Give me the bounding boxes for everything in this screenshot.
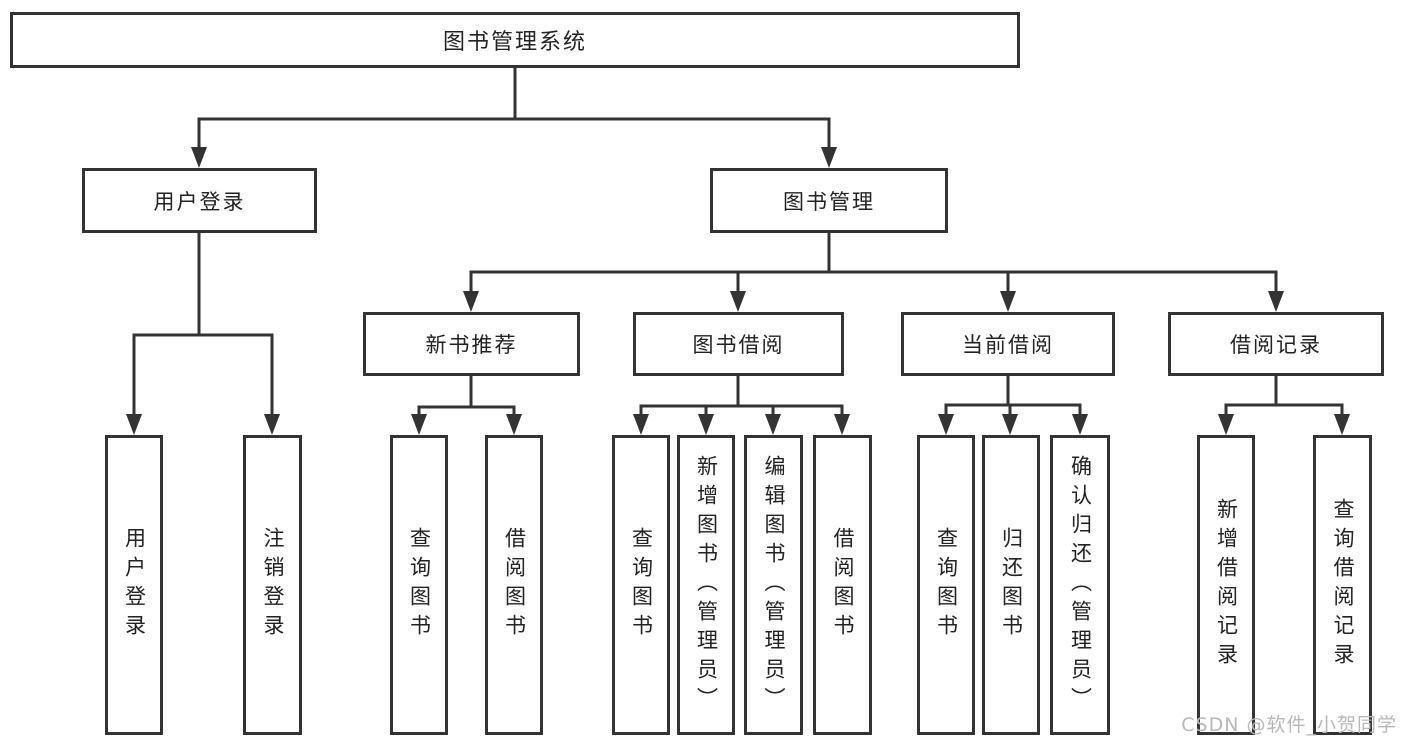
node-label: 归还图书 xyxy=(999,527,1024,643)
node-label: 新增借阅记录 xyxy=(1214,498,1239,672)
node-label: 查询图书 xyxy=(407,527,432,643)
node-label: 借阅图书 xyxy=(831,527,855,643)
leaf-borrow-books-borrowing: 借阅图书 xyxy=(813,435,872,735)
node-current-borrowing: 当前借阅 xyxy=(901,312,1115,376)
node-book-management-group: 图书管理 xyxy=(710,168,948,233)
node-borrowing-records: 借阅记录 xyxy=(1168,312,1384,376)
node-label: 借阅图书 xyxy=(502,527,527,643)
node-label: 图书管理 xyxy=(783,189,875,214)
arrowheads xyxy=(126,147,1350,435)
node-label: 图书借阅 xyxy=(692,333,785,357)
leaf-user-login: 用户登录 xyxy=(105,435,163,735)
leaf-borrow-books-recommend: 借阅图书 xyxy=(485,435,543,735)
leaf-query-borrow-record: 查询借阅记录 xyxy=(1313,435,1372,735)
leaf-query-books-recommend: 查询图书 xyxy=(390,435,448,735)
node-label: 新增图书（管理员） xyxy=(694,454,719,716)
node-label: 用户登录 xyxy=(122,527,147,643)
leaf-return-books: 归还图书 xyxy=(982,435,1040,735)
leaf-query-books-current: 查询图书 xyxy=(917,435,975,735)
node-book-borrowing: 图书借阅 xyxy=(633,312,844,376)
node-user-login-group: 用户登录 xyxy=(82,168,317,233)
leaf-query-books-borrowing: 查询图书 xyxy=(612,435,670,735)
node-label: 新书推荐 xyxy=(425,333,518,357)
node-label: 用户登录 xyxy=(153,189,246,214)
leaf-confirm-return-admin: 确认归还（管理员） xyxy=(1050,435,1110,735)
node-new-book-recommendation: 新书推荐 xyxy=(363,312,580,376)
node-label: 当前借阅 xyxy=(962,333,1054,357)
node-label: 查询借阅记录 xyxy=(1331,498,1355,672)
leaf-edit-books-admin: 编辑图书（管理员） xyxy=(744,435,803,735)
node-root-library-management-system: 图书管理系统 xyxy=(10,12,1020,68)
csdn-watermark: CSDN @软件_小贺同学 xyxy=(1181,714,1397,736)
node-label: 编辑图书（管理员） xyxy=(762,454,786,716)
node-label: 借阅记录 xyxy=(1230,333,1322,357)
leaf-add-books-admin: 新增图书（管理员） xyxy=(677,435,735,735)
leaf-add-borrow-record: 新增借阅记录 xyxy=(1197,435,1255,735)
node-label: 确认归还（管理员） xyxy=(1068,454,1093,716)
node-label: 查询图书 xyxy=(629,527,654,643)
node-label: 图书管理系统 xyxy=(442,30,587,55)
leaf-logout: 注销登录 xyxy=(243,435,302,735)
node-label: 查询图书 xyxy=(934,527,959,643)
node-label: 注销登录 xyxy=(261,527,285,643)
